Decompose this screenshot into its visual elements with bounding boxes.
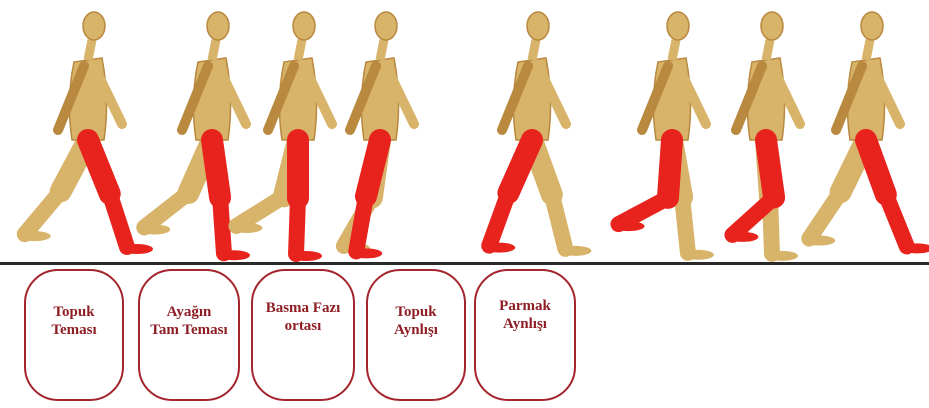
walking-figure	[230, 12, 332, 261]
highlighted-leg	[613, 140, 672, 231]
ground-line	[0, 262, 929, 265]
highlighted-leg	[866, 140, 929, 253]
walking-figure	[19, 12, 153, 254]
phase-label-midstance: Basma Fazı ortası	[253, 299, 353, 335]
walking-figures	[0, 0, 929, 265]
head	[207, 12, 229, 40]
head	[375, 12, 397, 40]
walking-figure	[803, 12, 929, 253]
head	[293, 12, 315, 40]
phase-box-foot-flat: Ayağın Tam Teması	[138, 269, 240, 401]
neck	[88, 40, 92, 60]
highlighted-leg	[290, 140, 322, 261]
neck	[532, 40, 536, 60]
neck	[298, 40, 302, 60]
neck	[766, 40, 770, 60]
phase-box-toe-off: Parmak Aynlışı	[474, 269, 576, 401]
phase-label-toe-off: Parmak Aynlışı	[476, 297, 574, 333]
skin-leg	[138, 140, 212, 234]
walking-figure	[338, 12, 414, 258]
phase-box-midstance: Basma Fazı ortası	[251, 269, 355, 401]
head	[861, 12, 883, 40]
highlighted-leg	[212, 140, 250, 260]
skin-leg	[532, 140, 591, 256]
phase-box-heel-strike: Topuk Teması	[24, 269, 124, 401]
phase-box-heel-off: Topuk Aynlışı	[366, 269, 466, 401]
head	[761, 12, 783, 40]
highlighted-leg	[88, 140, 153, 254]
phase-label-heel-off: Topuk Aynlışı	[368, 303, 464, 339]
walking-figure	[726, 12, 800, 261]
walking-figure	[613, 12, 714, 260]
neck	[380, 40, 384, 60]
neck	[212, 40, 216, 60]
neck	[672, 40, 676, 60]
walking-figure	[483, 12, 591, 256]
neck	[866, 40, 870, 60]
head	[527, 12, 549, 40]
phase-label-foot-flat: Ayağın Tam Teması	[140, 303, 238, 339]
head	[667, 12, 689, 40]
head	[83, 12, 105, 40]
highlighted-leg	[483, 140, 532, 253]
skin-leg	[19, 140, 88, 241]
skin-leg	[803, 140, 866, 246]
phase-label-heel-strike: Topuk Teması	[26, 303, 122, 339]
